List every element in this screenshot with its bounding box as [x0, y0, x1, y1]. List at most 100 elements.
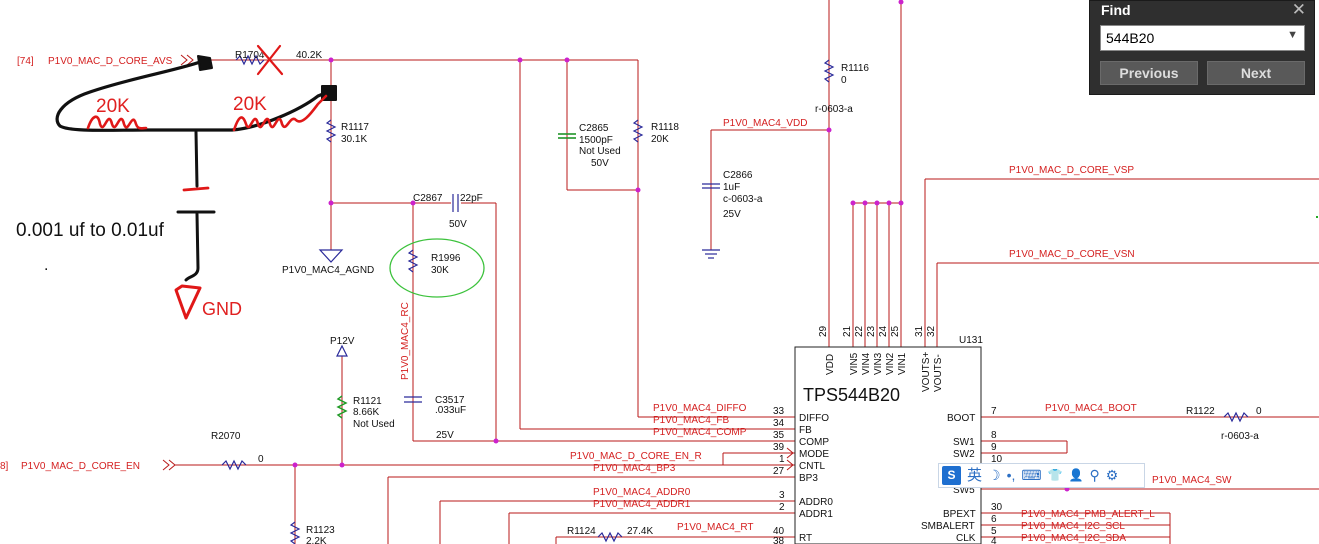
moon-icon[interactable]: ☽ [988, 467, 1001, 483]
pin-number: 38 [773, 536, 785, 544]
c2867-voltage: 50V [449, 219, 467, 230]
c2865-value: 1500pF [579, 135, 613, 146]
c2866-ref: C2866 [723, 170, 753, 181]
highlight-ellipse [389, 238, 485, 298]
pin-name: SMBALERT [921, 521, 975, 532]
r1122-value: 0 [1256, 406, 1262, 417]
pin-name: ADDR1 [799, 509, 833, 520]
net-label-i2c-scl: P1V0_MAC4_I2C_SCL [1021, 521, 1125, 532]
c3517-ref: C3517 [435, 395, 465, 406]
keyboard-icon[interactable]: ⌨ [1021, 467, 1042, 483]
find-input[interactable] [1106, 27, 1276, 49]
pin-name: BOOT [947, 413, 975, 424]
ime-logo-icon[interactable]: S [942, 466, 961, 485]
r2070-value: 0 [258, 454, 264, 465]
r1122-ref: R1122 [1186, 406, 1215, 417]
net-label-addr1: P1V0_MAC4_ADDR1 [593, 499, 691, 510]
pin-name: DIFFO [799, 413, 829, 424]
pin-number: 6 [991, 514, 997, 525]
c2865-voltage: 50V [591, 158, 609, 169]
pin-name: COMP [799, 437, 829, 448]
net-label-diffo: P1V0_MAC4_DIFFO [653, 403, 747, 414]
net-ref: [74] [17, 56, 34, 67]
r1122-package: r-0603-a [1221, 431, 1259, 442]
settings-icon[interactable]: ⚙ [1105, 467, 1119, 483]
pin-number: 25 [890, 325, 901, 337]
junction-dots [292, 0, 1070, 492]
r1996-value: 30K [431, 265, 449, 276]
r1116-ref: R1116 [841, 63, 869, 74]
pin-number: 5 [991, 526, 997, 537]
pin-number: 9 [991, 442, 997, 453]
pin-number: 27 [773, 466, 785, 477]
net-label-en-r: P1V0_MAC_D_CORE_EN_R [570, 451, 702, 462]
ic-u131[interactable]: U131 TPS544B20 [794, 335, 983, 544]
pin-number: 4 [991, 536, 997, 544]
pin-number: 10 [991, 454, 1003, 465]
pin-number: 29 [818, 325, 829, 337]
pin-name: VIN1 [897, 352, 908, 375]
previous-button[interactable]: Previous [1100, 61, 1198, 85]
r1117-ref: R1117 [341, 122, 369, 133]
close-icon[interactable]: ✕ [1291, 0, 1306, 19]
pin-number: 3 [779, 490, 785, 501]
r1118-ref: R1118 [651, 122, 679, 133]
pin-number: 34 [773, 418, 785, 429]
agnd-label: P1V0_MAC4_AGND [282, 265, 374, 276]
punctuation-icon[interactable]: •, [1006, 467, 1016, 483]
handdrawn-markup [55, 44, 337, 320]
c2867-value: 22pF [460, 193, 483, 204]
find-combobox[interactable]: ▼ [1100, 25, 1305, 51]
ic-ref: U131 [959, 335, 983, 346]
net-ref: 8] [0, 461, 9, 472]
r1116-package: r-0603-a [815, 104, 853, 115]
pin-name: SW5 [953, 485, 975, 496]
c2866-voltage: 25V [723, 209, 741, 220]
r1704-value: 40.2K [296, 50, 322, 61]
pin-name: VIN2 [885, 352, 896, 375]
pin-name: VOUTS+ [921, 352, 932, 392]
pin-number: 32 [926, 325, 937, 337]
net-label-i2c-sda: P1V0_MAC4_I2C_SDA [1021, 533, 1126, 544]
next-button[interactable]: Next [1207, 61, 1305, 85]
pin-name: SW1 [953, 437, 975, 448]
pin-name: VIN5 [849, 352, 860, 375]
net-label-en: P1V0_MAC_D_CORE_EN [21, 461, 140, 472]
pin-number: 24 [878, 325, 889, 337]
left-pins: 33 34 35 39 1 27 3 2 40 38 DIFFO FB COMP… [773, 406, 833, 544]
r2070-ref: R2070 [211, 431, 241, 442]
annotation-gnd: GND [202, 299, 242, 319]
annotation-left-resistor: 20K [96, 96, 130, 117]
ground-symbols [318, 249, 720, 357]
pin-number: 33 [773, 406, 785, 417]
r1121-value: 8.66K [353, 407, 379, 418]
user-icon[interactable]: 👤 [1068, 468, 1084, 482]
r1121-green [336, 395, 348, 419]
pin-number: 21 [842, 325, 853, 337]
part-labels: R1704 40.2K R1117 30.1K P1V0_MAC4_AGND R… [211, 50, 1262, 544]
pin-number: 31 [914, 325, 925, 337]
right-pins: BOOT SW1 SW2 SW5 BPEXT SMBALERT CLK 7 8 … [921, 406, 1003, 544]
language-toggle[interactable]: 英 [967, 467, 983, 484]
c2865-ref: C2865 [579, 123, 609, 134]
net-label-vdd: P1V0_MAC4_VDD [723, 118, 807, 129]
r1118-value: 20K [651, 134, 669, 145]
skin-icon[interactable]: 👕 [1047, 468, 1063, 482]
ime-toolbar: S 英 ☽ •, ⌨ 👕 👤 ⚲ ⚙ [938, 463, 1145, 488]
capacitor-symbols [404, 133, 720, 403]
c2865-note: Not Used [579, 146, 621, 157]
pin-number: 35 [773, 430, 785, 441]
pin-number: 22 [854, 325, 865, 337]
port-arrows [162, 54, 794, 471]
pin-name: CLK [956, 533, 976, 544]
r1704-ref: R1704 [235, 50, 265, 61]
net-label-rt: P1V0_MAC4_RT [677, 522, 754, 533]
search-icon[interactable]: ⚲ [1089, 467, 1100, 483]
find-title: Find [1101, 2, 1131, 18]
r1124-ref: R1124 [567, 526, 596, 537]
chevron-down-icon[interactable]: ▼ [1287, 29, 1298, 41]
net-label-boot: P1V0_MAC4_BOOT [1045, 403, 1137, 414]
r1121-note: Not Used [353, 419, 395, 430]
annotation-right-resistor: 20K [233, 94, 267, 115]
